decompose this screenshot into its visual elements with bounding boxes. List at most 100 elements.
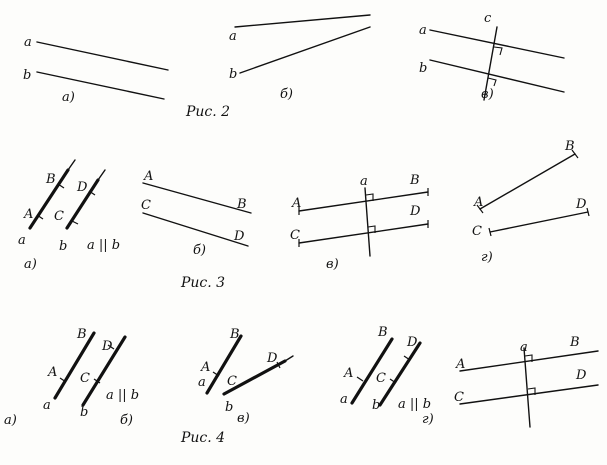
fig2v-right-angle-2 — [487, 77, 497, 87]
fig3g-tick-C — [488, 227, 492, 237]
fig4a-tick-C — [93, 378, 101, 384]
fig2v-line-b — [429, 59, 565, 93]
fig4a-parallel: a || b — [106, 388, 139, 403]
fig3-caption: Рис. 3 — [180, 275, 225, 291]
fig4v-label-b: b — [225, 400, 233, 415]
fig3a-sublabel: а) — [24, 257, 37, 272]
fig4g-label-A: A — [343, 366, 353, 381]
fig3b-sublabel: б) — [193, 243, 206, 258]
fig4v-label-B: B — [229, 327, 240, 342]
fig3-panel-v: a A B C D в) — [290, 173, 429, 272]
fig3v-label-C: C — [290, 228, 300, 243]
fig4g-label-D: D — [406, 335, 418, 350]
fig4a-line-b — [81, 335, 127, 407]
fig3a-line-b-ext — [97, 169, 106, 181]
fig3v-label-D: D — [409, 204, 421, 219]
fig4-4-right-angle-2 — [527, 387, 536, 395]
fig2a-line-a — [36, 41, 169, 71]
fig4g-tick-C — [389, 378, 397, 384]
fig4-4-label-a: a — [520, 340, 528, 355]
fig2a-line-b — [36, 71, 165, 100]
fig2b-line-b — [239, 26, 371, 74]
fig3v-label-a: a — [360, 174, 368, 189]
fig4a-label-B: B — [76, 327, 87, 342]
fig3g-tick-B — [571, 149, 579, 159]
fig3g-label-D: D — [575, 197, 587, 212]
fig2-panel-v: c a b в) — [419, 11, 565, 102]
fig2v-sublabel: в) — [481, 87, 494, 102]
fig4g-tick-A — [356, 376, 364, 382]
fig4-panel-g: B D A C a b a || b г) — [340, 325, 434, 427]
fig3g-sublabel: г) — [481, 250, 493, 265]
fig4v-label-a: a — [198, 375, 206, 390]
fig3b-label-A: A — [143, 169, 153, 184]
fig4-4-line-AB — [459, 350, 599, 372]
fig4v-tick-D — [276, 361, 281, 369]
fig3a-parallel: a || b — [87, 238, 120, 253]
fig3v-right-angle-2 — [367, 225, 376, 233]
fig2a-sublabel: а) — [62, 90, 75, 105]
fig2a-label-a: a — [24, 35, 32, 50]
fig3-panel-g: B A D C г) — [472, 139, 590, 265]
fig3g-label-C: C — [472, 224, 482, 239]
fig4-panel-v: B D A C a b в) — [198, 327, 294, 426]
fig4a-label-b: b — [80, 405, 88, 420]
fig2-panel-a: a b а) — [23, 35, 169, 105]
fig4v-label-D: D — [266, 351, 278, 366]
fig3-panel-a: B A C D a b a || b а) — [18, 159, 120, 272]
fig3v-right-angle-1 — [365, 193, 374, 201]
fig4a-sublabel: а) — [4, 413, 17, 428]
fig4v-tick-A — [212, 371, 220, 377]
fig4a-label-a: a — [43, 398, 51, 413]
fig4g-line-b — [378, 341, 422, 407]
fig3v-label-A: A — [291, 196, 301, 211]
fig3a-label-B: B — [45, 172, 56, 187]
fig4a-label-A: A — [47, 365, 57, 380]
fig2-panel-b: a b б) — [229, 14, 371, 102]
fig4a-tick-A — [59, 377, 67, 383]
fig3g-tick-A — [476, 204, 484, 214]
fig4v-label-C: C — [227, 374, 237, 389]
fig4v-label-A: A — [200, 360, 210, 375]
fig4v-line-b-ext — [284, 355, 294, 362]
fig3b-label-D: D — [233, 229, 245, 244]
fig3v-label-B: B — [409, 173, 420, 188]
fig4g-parallel: a || b — [398, 397, 431, 412]
fig4v-sublabel: в) — [237, 411, 250, 426]
fig3g-label-B: B — [564, 139, 575, 154]
fig3a-segment-CD — [65, 178, 100, 230]
fig4g-line-a — [350, 337, 394, 405]
fig3g-label-A: A — [473, 195, 483, 210]
fig2v-label-a: a — [419, 23, 427, 38]
fig3b-label-C: C — [141, 198, 151, 213]
fig4v-line-b — [222, 359, 287, 396]
fig4g-label-C: C — [376, 371, 386, 386]
fig3b-line-CD — [142, 212, 249, 247]
fig2v-line-a — [429, 29, 565, 59]
fig3a-label-b: b — [59, 239, 67, 254]
fig4-4-right-angle-1 — [524, 354, 533, 362]
fig4g-label-B: B — [377, 325, 388, 340]
fig3v-line-CD — [298, 223, 429, 244]
fig3g-segment-CD — [489, 211, 589, 233]
fig3a-label-a: a — [18, 233, 26, 248]
fig2a-label-b: b — [23, 68, 31, 83]
fig4g-label-a: a — [340, 392, 348, 407]
fig3a-tick-D — [88, 190, 96, 196]
fig3b-line-AB — [142, 182, 252, 214]
fig4-panel-4: a A B C D — [454, 335, 599, 428]
fig2b-label-a: a — [229, 29, 237, 44]
fig2v-right-angle-1 — [493, 46, 503, 56]
fig3b-label-B: B — [236, 197, 247, 212]
fig3v-sublabel: в) — [326, 257, 339, 272]
fig3v-transversal-a — [364, 187, 371, 257]
fig3a-line-a-ext — [67, 159, 76, 171]
fig3v-line-AB — [298, 191, 429, 212]
fig4a-label-D: D — [101, 339, 113, 354]
fig2v-label-b: b — [419, 61, 427, 76]
fig4g-sublabel: г) — [422, 412, 434, 427]
fig4-4-label-B: B — [569, 335, 580, 350]
fig2-caption: Рис. 2 — [185, 104, 230, 120]
